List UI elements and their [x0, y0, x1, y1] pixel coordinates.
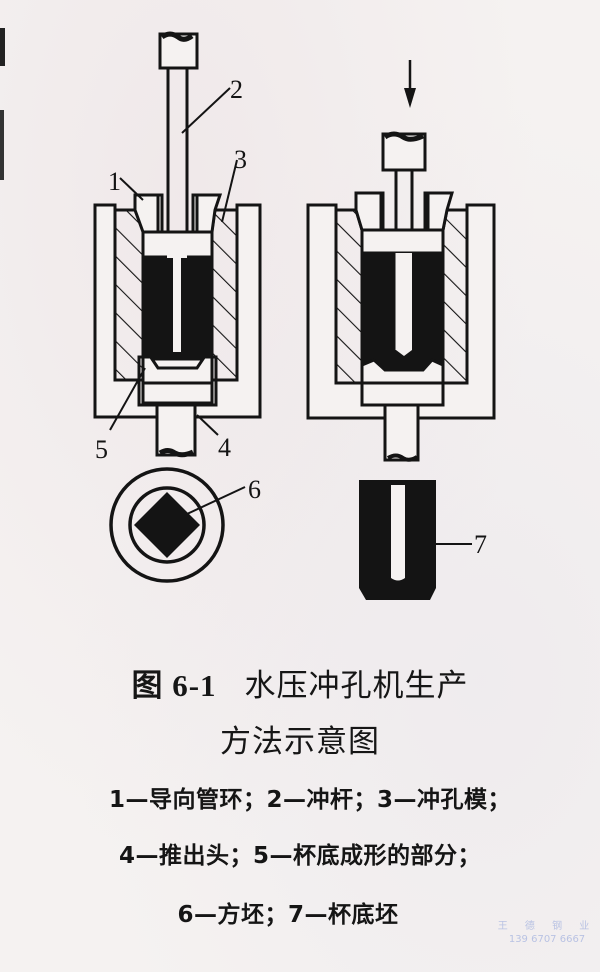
watermark-name: 王 德 钢 业 — [497, 921, 597, 932]
cup-billet — [359, 480, 436, 600]
page-edge-mark — [0, 28, 5, 66]
label-1: 1 — [108, 167, 121, 196]
legend-line-2: 4—推出头；5—杯底成形的部分； — [118, 843, 481, 869]
legend-line-3: 6—方坯；7—杯底坯 — [177, 902, 399, 928]
watermark-phone: 139 6707 6667 — [508, 934, 586, 945]
figure-title-line2: 方法示意图 — [220, 724, 380, 760]
figure-title-line1: 水压冲孔机生产 — [244, 668, 469, 704]
pressing-arrow — [404, 60, 416, 108]
legend-line-1: 1—导向管环；2—冲杆；3—冲孔模； — [108, 787, 511, 813]
label-2: 2 — [230, 75, 243, 104]
figure-number: 图 6-1 — [131, 668, 217, 703]
label-5: 5 — [95, 435, 108, 464]
label-3: 3 — [234, 145, 247, 174]
label-4: 4 — [218, 433, 231, 462]
figure-caption-title: 图 6-1 水压冲孔机生产 — [0, 660, 600, 705]
square-billet-section — [109, 467, 225, 583]
label-7: 7 — [474, 530, 487, 559]
right-assembly — [306, 131, 496, 462]
left-assembly — [93, 31, 262, 458]
leader-line-6 — [186, 486, 246, 515]
watermark: 王 德 钢 业 139 6707 6667 — [497, 920, 597, 946]
press-diagram: 2 1 3 5 4 — [93, 31, 496, 600]
leader-lines-left — [109, 87, 238, 436]
page-edge-mark — [0, 110, 4, 180]
label-6: 6 — [248, 475, 261, 504]
